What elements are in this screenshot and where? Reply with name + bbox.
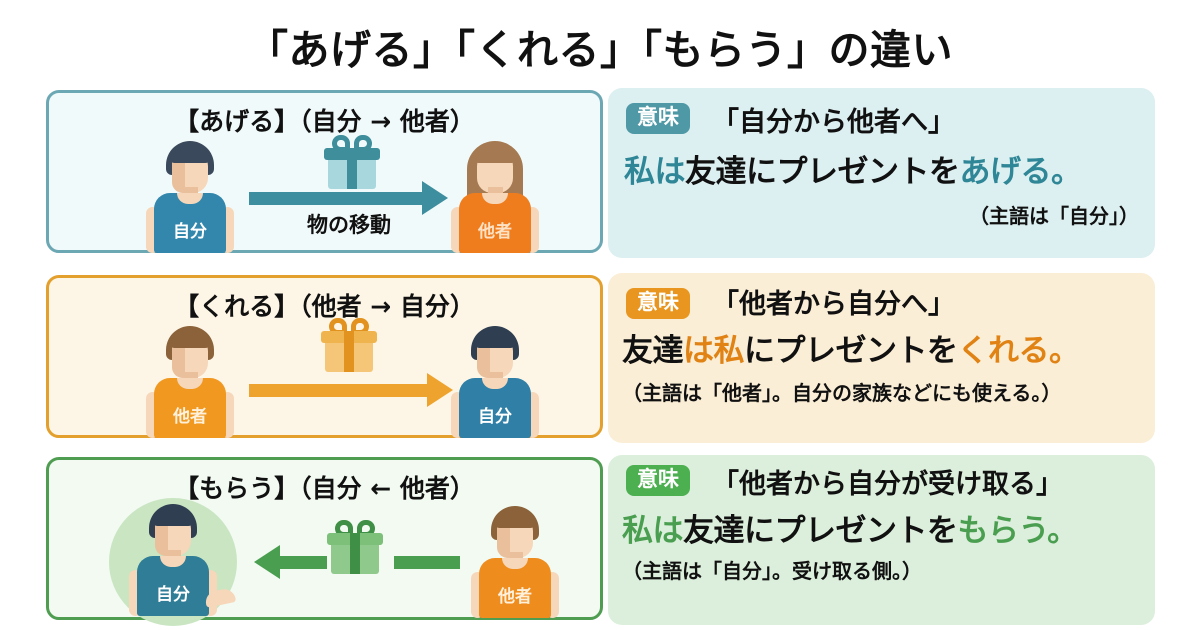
row-ageru: 意味 「自分から他者へ」 私は友達にプレゼントをあげる。 （主語は「自分」） 【… — [0, 88, 1200, 258]
arrow-head — [422, 181, 448, 215]
collar — [160, 556, 186, 567]
sentence-part-0: 友達 — [622, 333, 684, 369]
arrow-line-right — [394, 556, 460, 569]
sentence-part-2: にプレゼントを — [744, 333, 958, 369]
movement-label: 物の移動 — [307, 213, 391, 237]
explanation-panel: 意味 「自分から他者へ」 私は友達にプレゼントをあげる。 （主語は「自分」） — [608, 88, 1155, 258]
figure-label: 自分 — [156, 585, 190, 605]
arrow-head — [427, 373, 453, 407]
collar — [177, 193, 203, 204]
fringe-icon — [473, 146, 517, 163]
gift-ribbon — [347, 148, 357, 189]
diagram-card: 【もらう】（自分 ← 他者） 自分 — [46, 457, 603, 626]
arrow-line-left — [279, 556, 327, 569]
figure-left: 他者 — [144, 326, 236, 438]
example-sentence: 私は友達にプレゼントをあげる。 — [624, 146, 1144, 191]
row-morau: 意味 「他者から自分が受け取る」 私は友達にプレゼントをもらう。 （主語は「自分… — [0, 455, 1200, 626]
sentence-part-1: は私 — [683, 333, 745, 369]
fringe-icon — [494, 511, 536, 528]
meaning-badge: 意味 — [626, 465, 690, 497]
sentence-part-2: もらう。 — [957, 513, 1079, 549]
diagram-card: 【くれる】（他者 → 自分） 他者 — [46, 275, 603, 438]
figure-label: 他者 — [173, 407, 207, 427]
collar — [482, 378, 508, 389]
subject-note: （主語は「他者」。自分の家族などにも使える。） — [622, 381, 1062, 405]
subject-note: （主語は「自分」。受け取る側。） — [622, 559, 922, 583]
fringe-icon — [169, 331, 211, 348]
meaning-text: 「自分から他者へ」 — [712, 107, 955, 138]
sentence-part-1: 友達にプレゼントを — [683, 513, 958, 549]
arrow-line — [249, 384, 429, 397]
figure-label: 自分 — [173, 222, 207, 242]
explanation-panel: 意味 「他者から自分が受け取る」 私は友達にプレゼントをもらう。 （主語は「自分… — [608, 455, 1155, 625]
example-sentence: 私は友達にプレゼントをもらう。 — [622, 505, 1142, 550]
card-heading: 【くれる】（他者 → 自分） — [174, 292, 475, 321]
collar — [482, 193, 508, 204]
gift-icon — [324, 135, 380, 189]
example-sentence: 友達は私にプレゼントをくれる。 — [622, 325, 1142, 370]
gift-icon — [327, 520, 383, 574]
gift-ribbon — [350, 533, 360, 574]
subject-note: （主語は「自分」） — [969, 204, 1139, 228]
fringe-icon — [169, 146, 211, 163]
meaning-badge: 意味 — [626, 288, 690, 320]
fringe-icon — [152, 509, 194, 526]
meaning-badge: 意味 — [626, 103, 690, 135]
transfer-scene: 他者 — [49, 318, 600, 438]
card-heading: 【もらう】（自分 ← 他者） — [174, 474, 475, 503]
fringe-icon — [474, 331, 516, 348]
sentence-part-2: あげる。 — [959, 154, 1083, 190]
transfer-scene: 自分 — [49, 498, 600, 626]
arrow-line — [249, 192, 424, 205]
figure-label: 自分 — [478, 407, 512, 427]
meaning-text: 「他者から自分へ」 — [712, 289, 955, 320]
sentence-part-3: くれる。 — [957, 333, 1081, 369]
page-title: 「あげる」「くれる」「もらう」の違い — [247, 26, 953, 74]
explanation-panel: 意味 「他者から自分へ」 友達は私にプレゼントをくれる。 （主語は「他者」。自分… — [608, 273, 1155, 443]
figure-left: 自分 — [109, 498, 237, 626]
arrow-head — [254, 545, 280, 579]
card-heading: 【あげる】（自分 → 他者） — [174, 107, 475, 136]
row-kureru: 意味 「他者から自分へ」 友達は私にプレゼントをくれる。 （主語は「他者」。自分… — [0, 273, 1200, 443]
sentence-part-0: 私は — [622, 513, 684, 549]
gift-ribbon — [344, 331, 354, 372]
gift-icon — [321, 318, 377, 372]
figure-label: 他者 — [478, 222, 512, 242]
diagram-card: 【あげる】（自分 → 他者） 自分 — [46, 90, 603, 253]
figure-left: 自分 — [144, 141, 236, 253]
collar — [177, 378, 203, 389]
sentence-part-0: 私は — [624, 154, 686, 190]
meaning-text: 「他者から自分が受け取る」 — [712, 469, 1063, 500]
collar — [502, 558, 528, 569]
transfer-scene: 自分 物の移動 — [49, 135, 600, 253]
figure-label: 他者 — [498, 587, 532, 607]
figure-right: 他者 — [469, 506, 561, 618]
figure-right: 他者 — [449, 141, 541, 253]
figure-right: 自分 — [449, 326, 541, 438]
sentence-part-1: 友達にプレゼントを — [685, 154, 960, 190]
